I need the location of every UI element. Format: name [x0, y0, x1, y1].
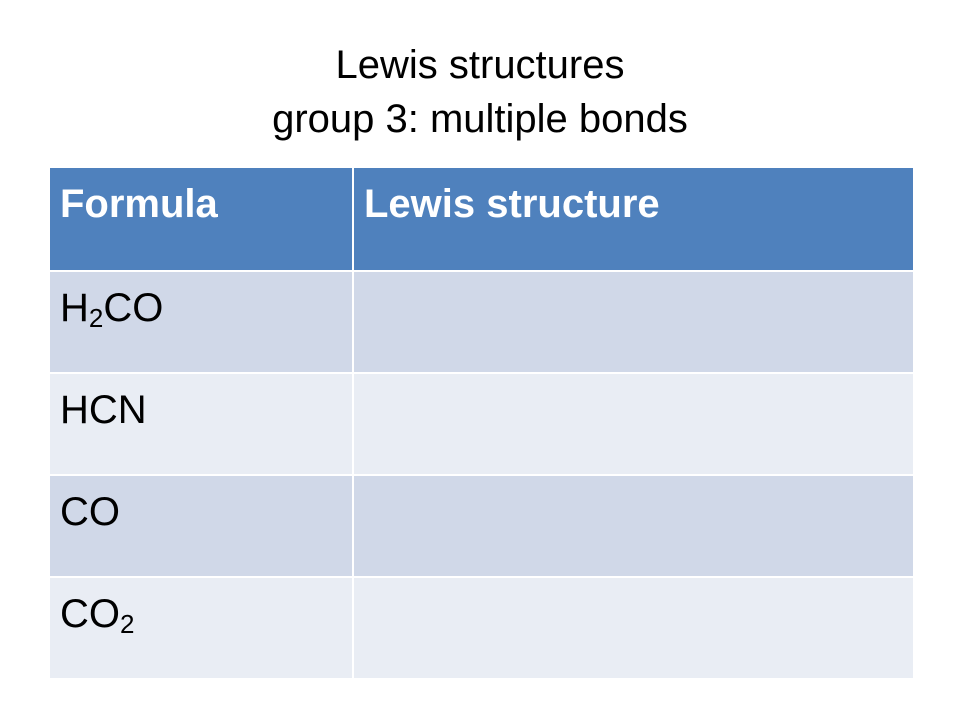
- formula-subscript: 2: [88, 303, 104, 333]
- formula-cell: CO: [48, 474, 354, 578]
- formula-main: CO: [60, 490, 120, 534]
- table-row: CO: [48, 474, 915, 578]
- lewis-structures-table: Formula Lewis structure H2CO HCN CO CO2: [48, 166, 915, 680]
- table-row: H2CO: [48, 270, 915, 374]
- title-line-2: group 3: multiple bonds: [272, 97, 688, 141]
- table-row: CO2: [48, 576, 915, 680]
- formula-main: H: [60, 286, 89, 330]
- table-row: HCN: [48, 372, 915, 476]
- lewis-structure-cell: [352, 372, 915, 476]
- formula-main: HCN: [60, 388, 147, 432]
- formula-subscript: 2: [120, 609, 135, 639]
- slide-title: Lewis structures group 3: multiple bonds: [0, 38, 960, 146]
- header-formula: Formula: [48, 166, 354, 272]
- formula-cell: CO2: [48, 576, 354, 680]
- formula-main: CO: [60, 592, 120, 636]
- formula-tail: CO: [103, 286, 164, 330]
- lewis-structure-cell: [352, 270, 915, 374]
- title-line-1: Lewis structures: [335, 43, 625, 87]
- table-header-row: Formula Lewis structure: [48, 166, 915, 272]
- lewis-structure-cell: [352, 576, 915, 680]
- lewis-structure-cell: [352, 474, 915, 578]
- header-lewis-structure: Lewis structure: [352, 166, 915, 272]
- formula-cell: H2CO: [48, 270, 354, 374]
- formula-cell: HCN: [48, 372, 354, 476]
